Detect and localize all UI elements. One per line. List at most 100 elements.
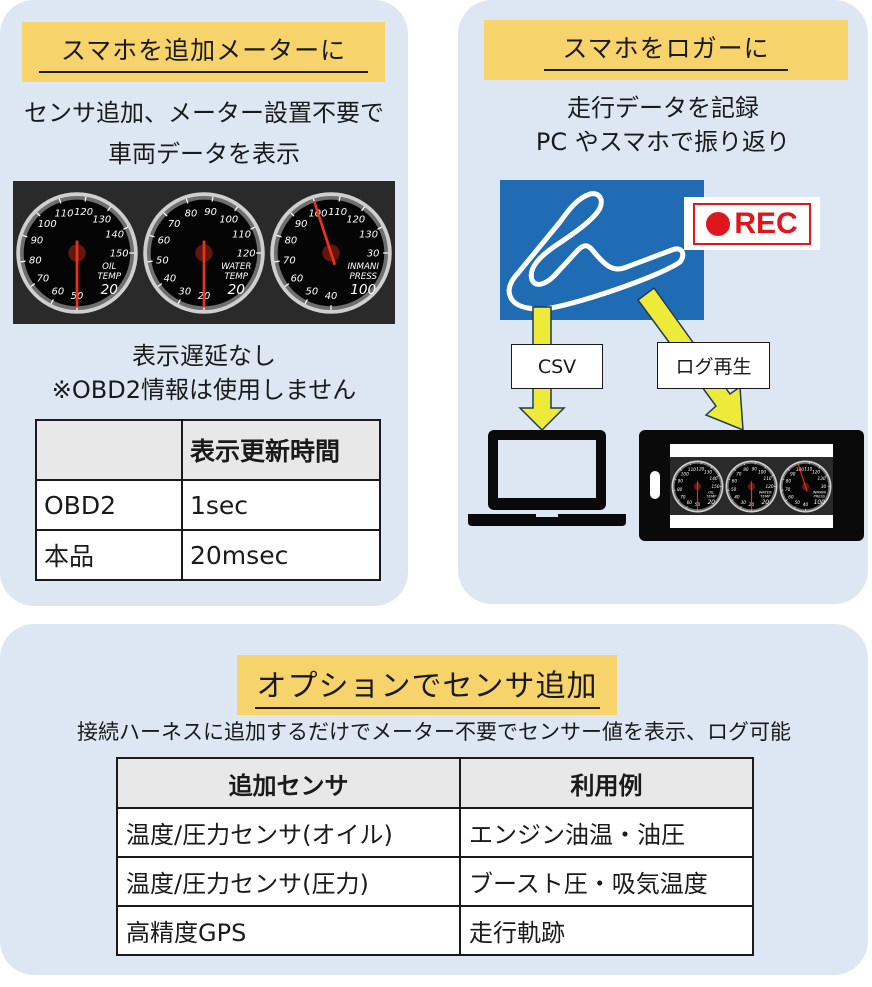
gauge-tick-label: 60: [158, 235, 171, 246]
gauge-tick-mark: [304, 298, 309, 304]
gauge-tick-label: 80: [786, 478, 792, 483]
gauge-tick-mark: [782, 478, 785, 480]
table-cell: 走行軌跡: [459, 905, 754, 956]
gauge-tick-mark: [785, 498, 788, 501]
gauge-tick-label: 70: [283, 255, 296, 266]
gauge-tick-label: 60: [732, 478, 738, 483]
gauge-tick-label: 90: [204, 207, 217, 218]
gauge-tick-mark: [149, 234, 155, 237]
gauge-tick-label: 60: [291, 273, 304, 284]
gauge-tick-label: 60: [789, 494, 795, 499]
gauge-tick-mark: [764, 466, 767, 469]
gauge-tick-label: 70: [680, 494, 686, 499]
bottom-description: 接続ハーネスに追加するだけでメーター不要でセンサー値を表示、ログ可能: [77, 720, 791, 744]
gauge-tick-label: 80: [29, 255, 42, 266]
panel-smartphone-as-meter: スマホを追加メーターに センサ追加、メーター設置不要で 車両データを表示 506…: [0, 0, 408, 606]
gauge-tick-mark: [185, 198, 189, 204]
gauge-tick-label: 30: [821, 484, 827, 489]
gauge-tick-label: 130: [92, 214, 111, 225]
gauge-tick-mark: [710, 466, 712, 469]
gauge-tick-label: 40: [803, 502, 809, 507]
table-header-row: 追加センサ 利用例: [116, 757, 754, 809]
table-cell: 高精度GPS: [116, 905, 461, 956]
gauge-tick-mark: [740, 505, 742, 508]
gauge-tick-label: 140: [709, 475, 717, 480]
panel-smartphone-as-logger: スマホをロガーに 走行データを記録 PC やスマホで振り返り REC CSV ロ…: [458, 0, 868, 604]
panel-optional-sensors: オプションでセンサ追加 接続ハーネスに追加するだけでメーター不要でセンサー値を表…: [0, 624, 868, 975]
gauge-value: 20: [762, 499, 770, 505]
gauge-tick-mark: [338, 196, 341, 202]
rec-label: REC: [734, 206, 798, 240]
rec-badge: REC: [684, 197, 820, 250]
gauge-tick-label: 40: [164, 273, 177, 284]
table-cell: 温度/圧力センサ(圧力): [116, 856, 461, 907]
gauge-tick-mark: [290, 211, 295, 217]
gauge-tick-label: 50: [156, 255, 169, 266]
gauge-tick-label: 30: [179, 286, 192, 297]
gauge-tick-mark: [771, 474, 774, 477]
banner-title: スマホをロガーに: [544, 29, 788, 71]
gauge-tick-label: 30: [741, 500, 747, 505]
gauge-tick-label: 80: [285, 235, 298, 246]
gauge-label: TEMP: [760, 494, 771, 498]
gauge-tick-mark: [35, 211, 41, 217]
gauge-tick-mark: [157, 282, 163, 287]
gauge-label: TEMP: [706, 494, 717, 498]
gauge-label: INMANI: [348, 262, 380, 272]
gauge-tick-label: 130: [704, 469, 712, 474]
gauge-tick-label: 110: [764, 475, 772, 480]
gauge-tick-mark: [728, 478, 731, 480]
table-cell: ブースト圧・吸気温度: [459, 856, 754, 907]
gauge-tick-mark: [677, 498, 680, 501]
gauge-label: TEMP: [97, 272, 121, 282]
gauge-needle: [313, 200, 337, 265]
table-header-row: 表示更新時間: [35, 419, 381, 481]
csv-label: CSV: [537, 355, 577, 378]
table-header-cell: 利用例: [459, 757, 754, 809]
log-playback-label: ログ再生: [675, 356, 752, 378]
banner-left: スマホを追加メーターに: [22, 22, 385, 82]
gauge-value: 100: [351, 281, 377, 297]
gauge-tick-mark: [731, 498, 734, 501]
gauge-tick-mark: [794, 505, 796, 508]
table-row: 本品 20msec: [35, 529, 381, 581]
gauge-value: 100: [814, 499, 825, 505]
gauge-tick-label: 150: [109, 248, 128, 259]
gauge-tick-label: 120: [347, 214, 366, 225]
gauge-tick-label: 90: [790, 471, 796, 476]
gauge-tick-mark: [734, 468, 736, 471]
gauge-tick-label: 100: [37, 218, 56, 229]
table-row: 温度/圧力センサ(オイル) エンジン油温・油圧: [116, 807, 754, 858]
sensor-table: 追加センサ 利用例 温度/圧力センサ(オイル) エンジン油温・油圧 温度/圧力セ…: [116, 757, 754, 956]
table-cell: OBD2: [35, 479, 183, 531]
gauge-tick-label: 110: [54, 208, 73, 219]
gauge-tick-mark: [788, 468, 791, 471]
gauge-tick-mark: [106, 205, 111, 211]
banner-title: オプションでセンサ追加: [254, 661, 600, 709]
gauge-cluster-image: 5060708090100110120130140150OILTEMP20 20…: [13, 181, 395, 324]
gauge-tick-label: 130: [818, 475, 826, 480]
log-playback-label-box: ログ再生: [657, 342, 770, 389]
gauge-tick-label: 80: [743, 466, 749, 471]
gauge-tick-label: 120: [696, 466, 704, 471]
gauge-tick-mark: [276, 234, 282, 237]
table-row: 温度/圧力センサ(圧力) ブースト圧・吸気温度: [116, 856, 754, 907]
latency-table: 表示更新時間 OBD2 1sec 本品 20msec: [35, 419, 381, 581]
gauge-label: OIL: [102, 262, 116, 272]
gauge-tick-label: 120: [237, 248, 256, 259]
csv-label-box: CSV: [511, 344, 603, 389]
laptop-icon: [468, 430, 626, 526]
table-cell: 1sec: [181, 479, 381, 531]
gauge-tick-mark: [716, 474, 719, 477]
gauge-tick-mark: [147, 260, 153, 263]
description-line-2: 車両データを表示: [108, 140, 300, 168]
gauge-tick-label: 110: [688, 466, 696, 471]
gauge-tick-label: 100: [680, 471, 688, 476]
gauge-needle: [798, 463, 809, 492]
gauge-tick-label: 120: [74, 207, 93, 218]
table-row: 高精度GPS 走行軌跡: [116, 905, 754, 956]
gauge-tick-label: 80: [677, 486, 683, 491]
gauge-tick-mark: [22, 234, 28, 237]
